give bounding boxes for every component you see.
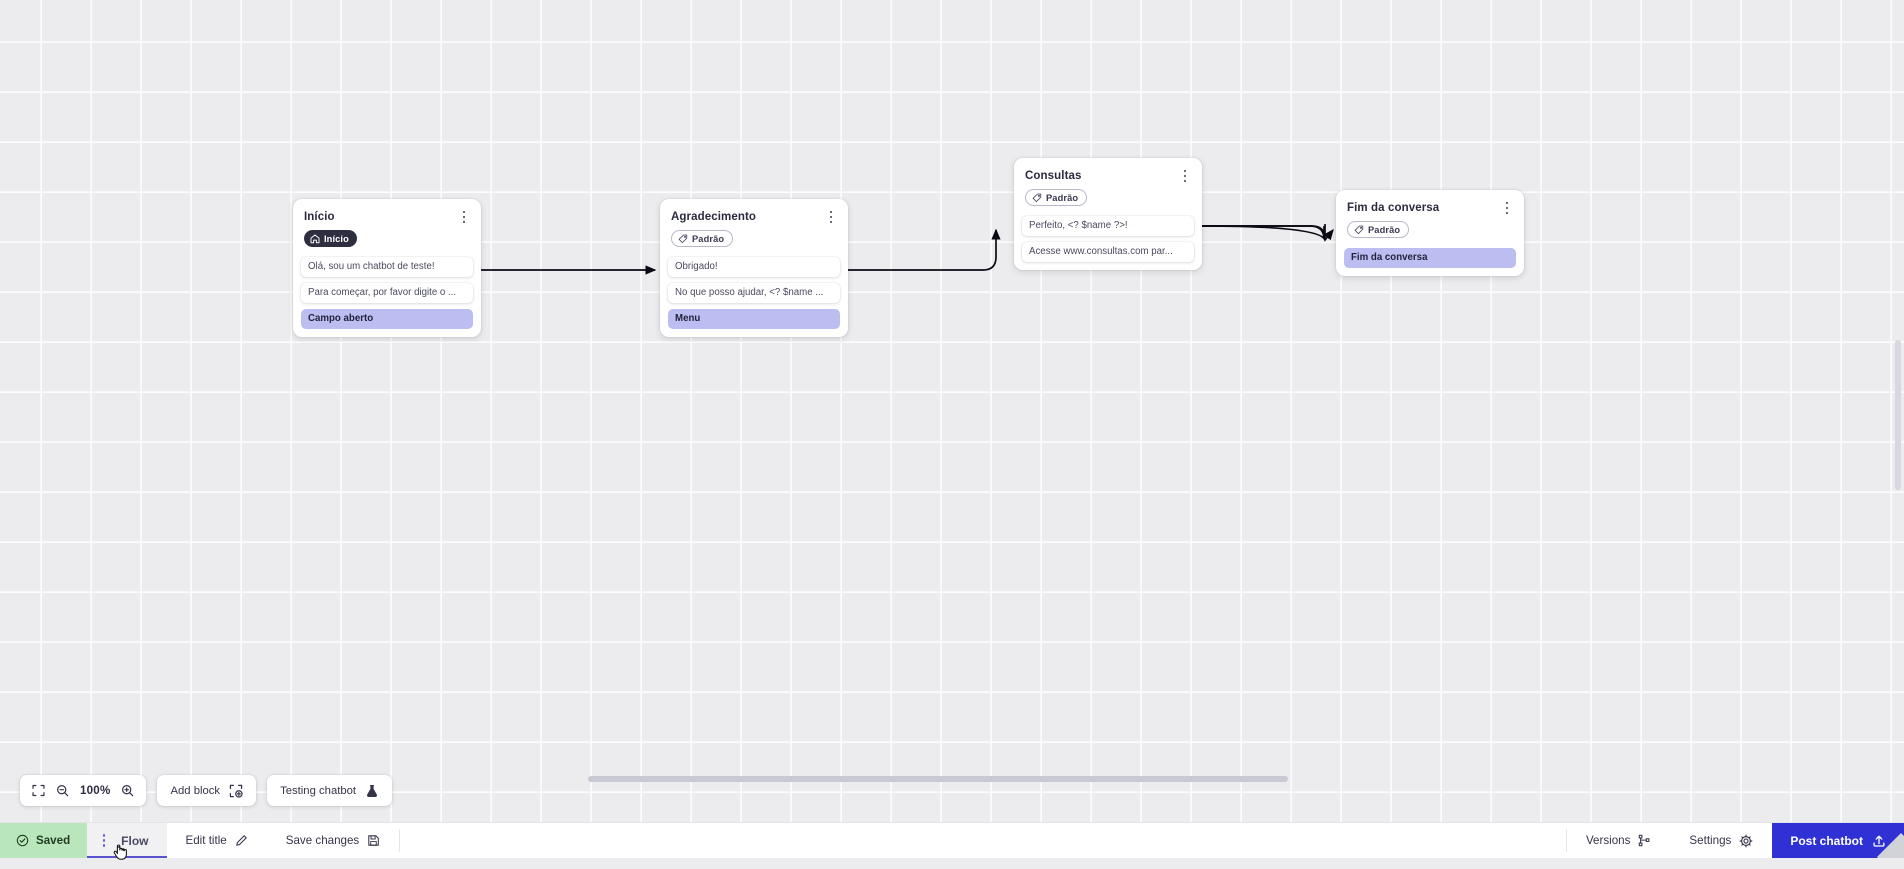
vertical-scrollbar[interactable] [1895,340,1901,490]
zoom-in-icon[interactable] [121,784,134,797]
upload-icon [1872,834,1886,848]
flow-canvas[interactable]: Início Início Olá, sou um chatbot de tes… [0,0,1904,822]
node-message[interactable]: Para começar, por favor digite o ... [301,283,473,303]
post-chatbot-button[interactable]: Post chatbot [1772,823,1904,858]
node-badge-label: Padrão [692,234,724,244]
status-bar-left: Saved Flow Edit title Save changes [0,823,400,858]
node-message-list: Obrigado! No que posso ajudar, <? $name … [660,257,848,329]
node-menu-icon[interactable] [1178,168,1192,184]
node-header: Consultas [1014,158,1202,184]
versions-button[interactable]: Versions [1567,823,1670,858]
node-badge[interactable]: Início [304,230,357,247]
pencil-icon [235,834,248,847]
node-header: Início [293,199,481,225]
zoom-out-icon[interactable] [56,784,69,797]
tab-flow[interactable]: Flow [87,823,166,858]
tab-flow-label: Flow [121,834,148,848]
node-title: Agradecimento [671,209,756,224]
node-menu-icon[interactable] [1500,200,1514,216]
status-divider [399,829,400,852]
saved-status-badge: Saved [0,823,87,858]
flow-node-consultas[interactable]: Consultas Padrão Perfeito, <? $name ?>! … [1014,158,1202,270]
zoom-controls[interactable]: 100% [20,775,146,806]
edit-title-label: Edit title [186,834,227,847]
floppy-disk-icon [367,834,380,847]
flow-node-agradecimento[interactable]: Agradecimento Padrão Obrigado! No que po… [660,199,848,337]
flow-node-fim-da-conversa[interactable]: Fim da conversa Padrão Fim da conversa [1336,190,1524,276]
node-message-accent[interactable]: Menu [668,309,840,329]
node-message-accent[interactable]: Campo aberto [301,309,473,329]
status-bar-right: Versions Settings Post ch [1566,823,1904,858]
node-header: Agradecimento [660,199,848,225]
settings-label: Settings [1689,834,1731,847]
node-badge[interactable]: Padrão [1347,221,1409,238]
node-message[interactable]: Perfeito, <? $name ?>! [1022,216,1194,236]
saved-label: Saved [36,834,70,847]
node-menu-icon[interactable] [457,209,471,225]
node-badge[interactable]: Padrão [1025,189,1087,206]
home-icon [310,234,320,244]
node-badge-label: Padrão [1046,193,1078,203]
node-badge-row: Padrão [1014,184,1202,216]
node-message-list: Perfeito, <? $name ?>! Acesse www.consul… [1014,216,1202,262]
canvas-toolbar: 100% Add block Testing chatbot [20,775,392,806]
add-block-icon [229,784,243,798]
versions-label: Versions [1586,834,1630,847]
settings-button[interactable]: Settings [1670,823,1772,858]
node-badge-row: Início [293,225,481,257]
flask-icon [365,784,379,798]
tag-icon [678,234,688,244]
flow-node-inicio[interactable]: Início Início Olá, sou um chatbot de tes… [293,199,481,337]
node-badge-label: Padrão [1368,225,1400,235]
add-block-button[interactable]: Add block [157,775,256,806]
node-menu-icon[interactable] [824,209,838,225]
node-title: Consultas [1025,168,1082,183]
post-chatbot-label: Post chatbot [1790,834,1863,848]
check-circle-icon [16,834,29,847]
node-message[interactable]: Acesse www.consultas.com par... [1022,242,1194,262]
save-changes-button[interactable]: Save changes [267,823,399,858]
node-badge-label: Início [324,234,349,244]
node-message[interactable]: No que posso ajudar, <? $name ... [668,283,840,303]
testing-chatbot-button[interactable]: Testing chatbot [267,775,392,806]
status-bar: Saved Flow Edit title Save changes [0,822,1904,858]
node-message-accent[interactable]: Fim da conversa [1344,248,1516,268]
node-badge[interactable]: Padrão [671,230,733,247]
fit-screen-icon[interactable] [32,784,45,797]
save-changes-label: Save changes [286,834,359,847]
kebab-menu-icon[interactable] [97,833,111,849]
testing-chatbot-label: Testing chatbot [280,785,356,797]
zoom-level: 100% [80,784,110,797]
tag-icon [1032,193,1042,203]
node-message[interactable]: Obrigado! [668,257,840,277]
branch-icon [1638,834,1651,847]
node-title: Fim da conversa [1347,200,1439,215]
edit-title-button[interactable]: Edit title [167,823,267,858]
node-title: Início [304,209,335,224]
node-message[interactable]: Olá, sou um chatbot de teste! [301,257,473,277]
gear-icon [1739,834,1753,848]
connector-edges [0,0,1904,822]
add-block-label: Add block [170,785,220,797]
node-header: Fim da conversa [1336,190,1524,216]
horizontal-scrollbar[interactable] [588,776,1288,782]
node-badge-row: Padrão [660,225,848,257]
node-message-list: Olá, sou um chatbot de teste! Para começ… [293,257,481,329]
tag-icon [1354,225,1364,235]
node-message-list: Fim da conversa [1336,248,1524,268]
node-badge-row: Padrão [1336,216,1524,248]
